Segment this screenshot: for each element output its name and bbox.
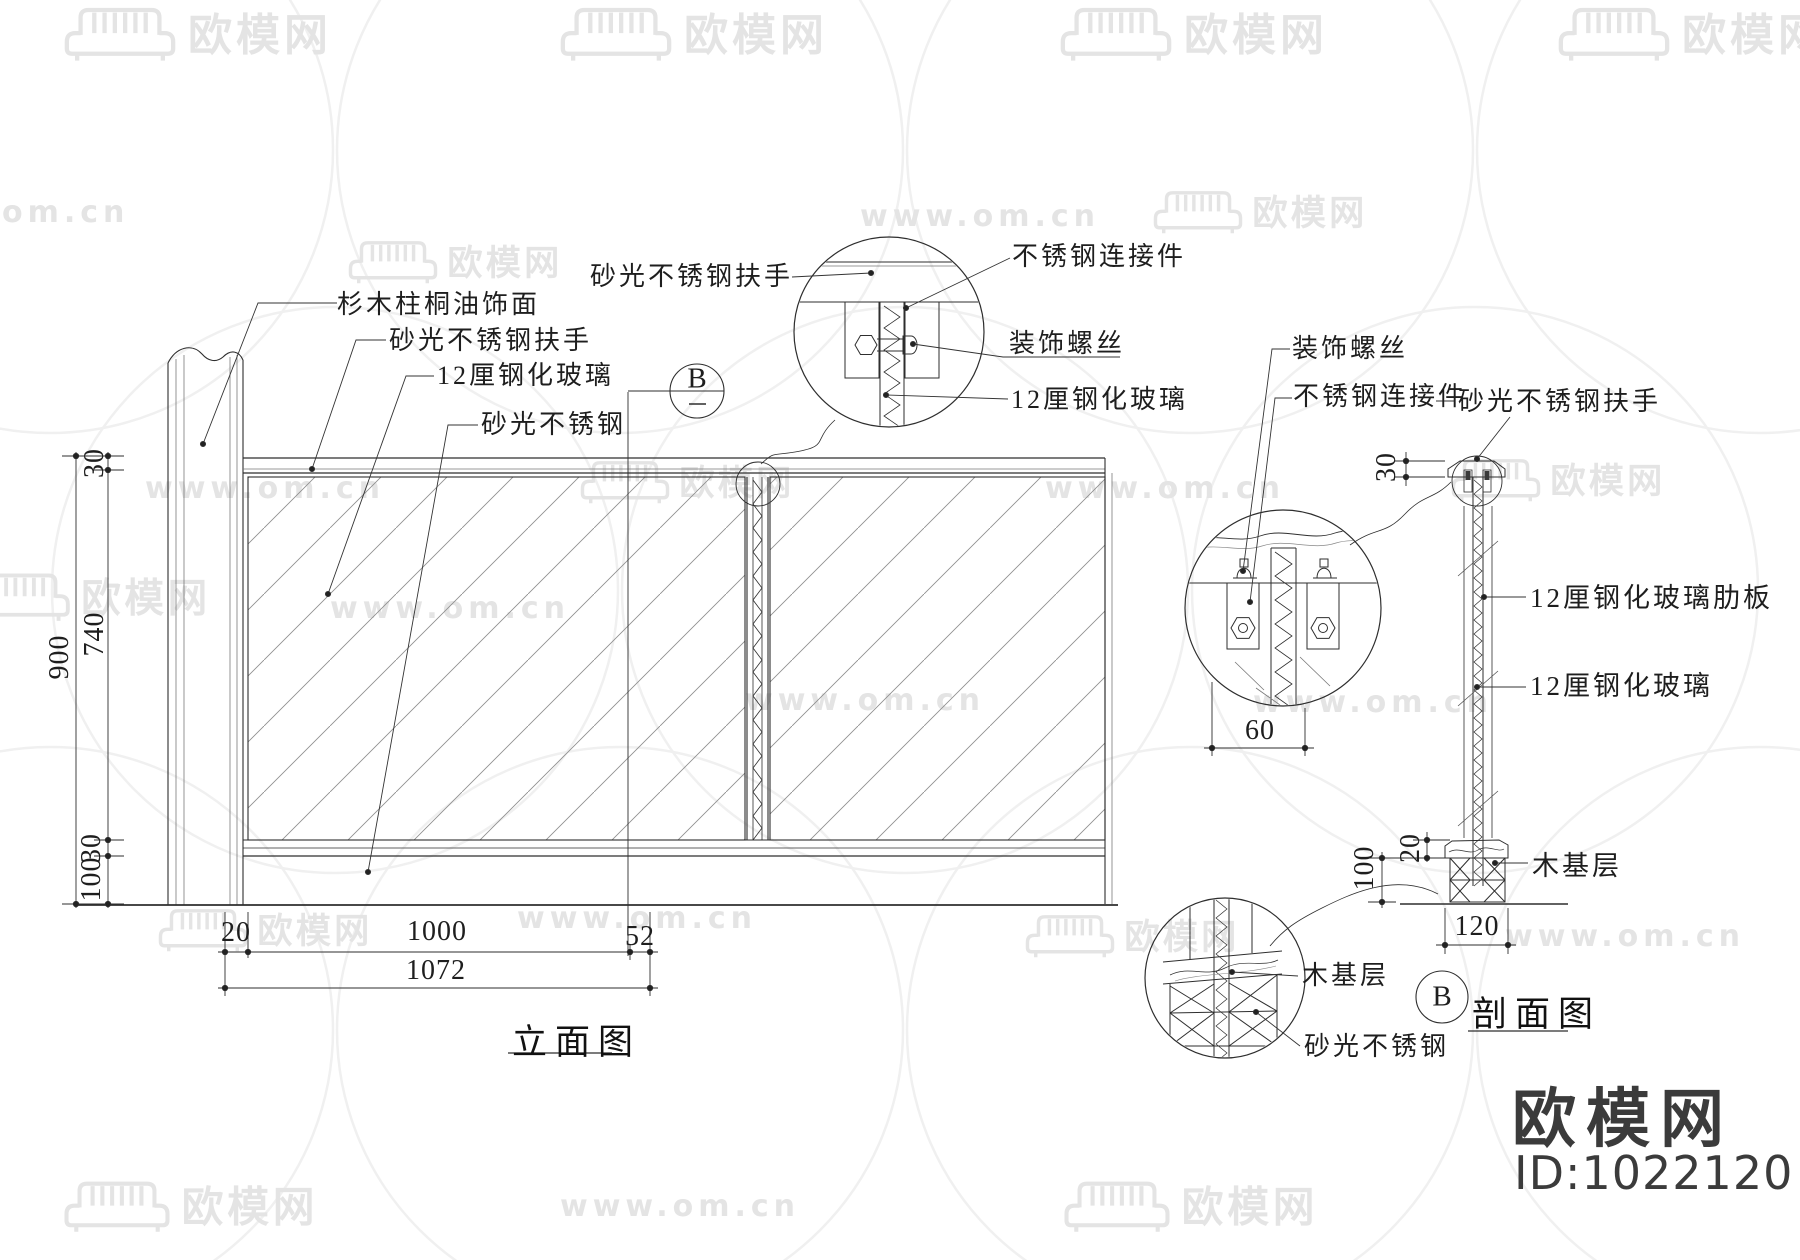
watermark-sofa-brand-tiles: 欧模网 欧模网 欧模网 欧模网 欧模网 欧模网 欧模网 欧模网 欧模网 欧模网 … (0, 10, 1800, 1232)
elevation-handrail (243, 457, 1105, 474)
dim-base-height: 100 (76, 856, 107, 902)
section-label-wood-base: 木基层 (1532, 851, 1622, 881)
watermark-url: om.cn (2, 195, 129, 230)
svg-text:www.om.cn: www.om.cn (860, 199, 1100, 234)
dim-seg-glass: 1000 (407, 916, 467, 947)
title-marks (508, 970, 1568, 1054)
top-detail-leaders (882, 257, 1120, 400)
svg-text:欧模网: 欧模网 (182, 1183, 319, 1232)
base-detail-leaders (1228, 968, 1301, 1047)
elevation-wood-post (167, 347, 244, 905)
svg-text:欧模网: 欧模网 (1252, 193, 1367, 234)
site-logo: 欧模网 (1512, 1083, 1734, 1157)
section-title: 剖面图 (1472, 995, 1602, 1034)
svg-text:欧模网: 欧模网 (257, 911, 372, 952)
elevation-dimensions (62, 452, 658, 996)
svg-text:欧模网: 欧模网 (1550, 461, 1665, 502)
section-title-mark-letter: B (1432, 980, 1452, 1013)
dim-section-cap-thickness: 20 (1395, 833, 1426, 863)
svg-text:欧模网: 欧模网 (1182, 1183, 1319, 1232)
elevation-glass-pane-right (769, 476, 1106, 841)
elevation-bottom-rail (243, 839, 1105, 857)
mid-detail-label-screw: 装饰螺丝 (1292, 334, 1409, 363)
section-view (1269, 455, 1568, 947)
elevation-section-mark-letter: B (687, 362, 707, 395)
section-leaders (1473, 593, 1528, 867)
svg-text:www.om.cn: www.om.cn (517, 901, 757, 936)
base-detail-label-steel: 砂光不锈钢 (1304, 1032, 1450, 1061)
base-detail-label-wood: 木基层 (1302, 961, 1390, 990)
svg-text:欧模网: 欧模网 (1682, 10, 1800, 61)
elevation-view (76, 347, 1118, 956)
dim-seg-right: 52 (625, 921, 655, 952)
mid-detail-dimension-60 (1204, 682, 1314, 756)
base-detail-circle (1144, 897, 1306, 1059)
dim-seg-left: 20 (221, 917, 251, 948)
section-label-glass: 12厘钢化玻璃 (1530, 671, 1713, 701)
callout-handrail: 砂光不锈钢扶手 (389, 326, 593, 355)
site-image-id: ID:1022120 (1514, 1146, 1794, 1200)
section-label-glass-rib: 12厘钢化玻璃肋板 (1530, 583, 1773, 613)
svg-text:www.om.cn: www.om.cn (1505, 919, 1745, 954)
mid-detail-label-connector: 不锈钢连接件 (1293, 382, 1468, 411)
svg-text:欧模网: 欧模网 (1184, 10, 1328, 61)
top-detail-label-glass: 12厘钢化玻璃 (1011, 385, 1189, 414)
watermark-brand: 欧模网 (188, 10, 332, 61)
dim-glass-height: 740 (79, 611, 110, 657)
callout-wood-post: 杉木柱桐油饰面 (337, 290, 541, 319)
elevation-glass-pane-left (247, 476, 746, 841)
section-top-detail-ring (1451, 455, 1503, 507)
callout-tempered-glass: 12厘钢化玻璃 (437, 361, 615, 390)
dim-section-cap: 30 (1371, 452, 1402, 482)
svg-text:www.om.cn: www.om.cn (1253, 685, 1493, 720)
svg-text:欧模网: 欧模网 (81, 575, 211, 621)
dim-rib-width: 60 (1245, 715, 1275, 746)
svg-text:欧模网: 欧模网 (684, 10, 828, 61)
section-cut-mark-B (627, 363, 725, 956)
rib-top-detail-ring (735, 461, 781, 507)
elevation-glass-rib (746, 477, 769, 841)
elevation-title: 立面图 (512, 1023, 642, 1062)
dim-total-width: 1072 (406, 955, 466, 986)
top-detail-label-handrail: 砂光不锈钢扶手 (590, 262, 794, 291)
section-dimensions (1368, 452, 1516, 954)
dim-total-height: 900 (44, 634, 75, 680)
section-handrail-cap (1447, 460, 1506, 478)
section-wood-base (1444, 839, 1509, 903)
top-detail-label-connector: 不锈钢连接件 (1012, 242, 1187, 271)
mid-detail-leaders (1239, 348, 1511, 606)
dim-section-base-height: 100 (1349, 845, 1380, 891)
svg-text:www.om.cn: www.om.cn (560, 1189, 800, 1224)
callout-sanded-steel: 砂光不锈钢 (481, 410, 627, 439)
section-glass (1457, 477, 1499, 887)
mid-detail-circle (1184, 481, 1452, 707)
dim-section-base-width: 120 (1454, 911, 1500, 942)
elevation-leaders (199, 269, 875, 876)
dim-cap-height: 30 (79, 448, 110, 478)
top-detail-label-screw: 装饰螺丝 (1009, 329, 1126, 358)
svg-text:欧模网: 欧模网 (447, 243, 562, 284)
mid-detail-label-handrail: 砂光不锈钢扶手 (1458, 387, 1662, 416)
